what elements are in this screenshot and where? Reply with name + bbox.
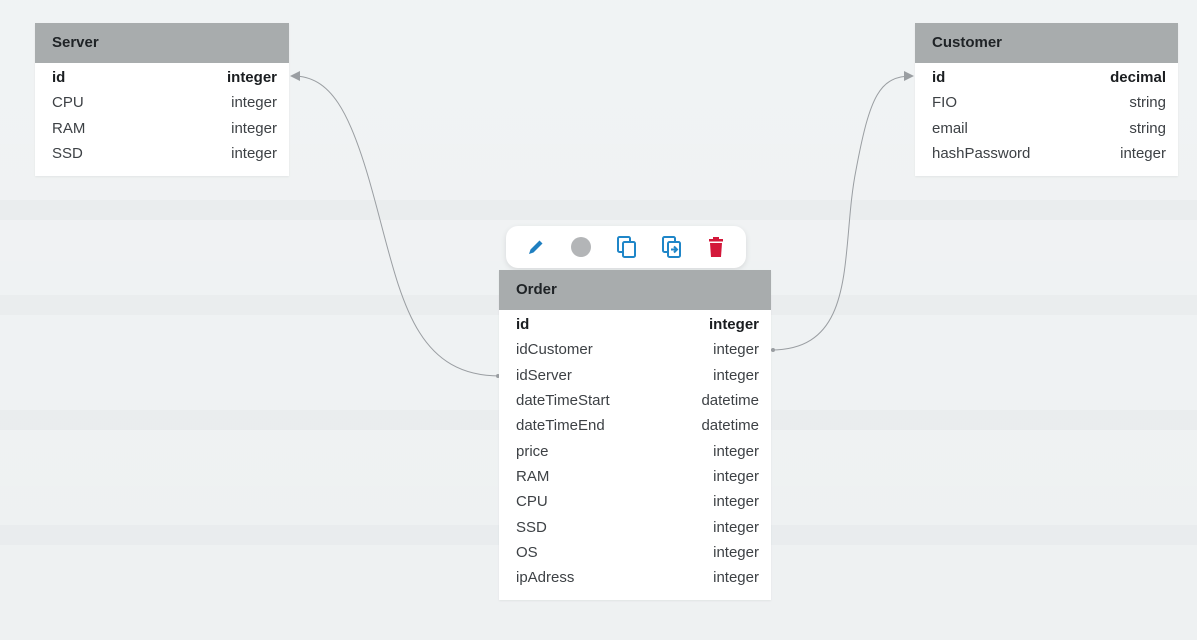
field-name: CPU	[52, 94, 84, 112]
field-name: id	[52, 69, 66, 87]
field-name: idCustomer	[516, 341, 593, 359]
table-field-row[interactable]: RAM integer	[52, 116, 277, 141]
field-type: integer	[713, 442, 759, 460]
link-order-server	[292, 75, 501, 377]
table-field-row[interactable]: id integer	[52, 65, 277, 90]
field-type: integer	[231, 145, 277, 163]
table-field-row[interactable]: idCustomer integer	[516, 337, 759, 362]
field-type: integer	[713, 569, 759, 587]
field-type: integer	[226, 69, 277, 87]
table-field-row[interactable]: email string	[932, 116, 1166, 141]
table-field-row[interactable]: dateTimeEnd datetime	[516, 413, 759, 438]
color-dot-icon[interactable]	[568, 234, 594, 260]
field-name: id	[932, 69, 946, 87]
table-field-row[interactable]: FIO string	[932, 90, 1166, 115]
field-type: integer	[713, 493, 759, 511]
field-name: OS	[516, 543, 538, 561]
table-field-row[interactable]: id integer	[516, 312, 759, 337]
copy-icon[interactable]	[613, 234, 639, 260]
field-name: email	[932, 119, 968, 137]
table-field-row[interactable]: OS integer	[516, 540, 759, 565]
field-type: datetime	[701, 417, 759, 435]
table-field-row[interactable]: CPU integer	[52, 90, 277, 115]
link-endpoint-order-idcustomer	[771, 348, 775, 352]
field-name: idServer	[516, 366, 572, 384]
field-type: integer	[713, 543, 759, 561]
table-field-row[interactable]: idServer integer	[516, 363, 759, 388]
table-field-row[interactable]: hashPassword integer	[932, 141, 1166, 166]
table-field-row[interactable]: SSD integer	[516, 514, 759, 539]
duplicate-icon[interactable]	[658, 234, 684, 260]
field-type: integer	[231, 94, 277, 112]
table-title[interactable]: Order	[499, 270, 771, 310]
table-field-row[interactable]: SSD integer	[52, 141, 277, 166]
table-field-row[interactable]: RAM integer	[516, 464, 759, 489]
table-title[interactable]: Server	[35, 23, 289, 63]
field-name: SSD	[52, 145, 83, 163]
arrowhead-server	[290, 71, 300, 81]
field-name: CPU	[516, 493, 548, 511]
field-type: integer	[231, 119, 277, 137]
table-title[interactable]: Customer	[915, 23, 1178, 63]
field-name: RAM	[52, 119, 86, 137]
field-type: datetime	[701, 392, 759, 410]
field-type: integer	[713, 467, 759, 485]
table-field-row[interactable]: ipAdress integer	[516, 565, 759, 590]
field-type: integer	[1120, 145, 1166, 163]
canvas-background-band	[0, 200, 1197, 220]
table-field-row[interactable]: price integer	[516, 438, 759, 463]
field-name: dateTimeEnd	[516, 417, 605, 435]
field-type: integer	[708, 316, 759, 334]
field-type: string	[1129, 94, 1166, 112]
field-name: SSD	[516, 518, 547, 536]
field-name: id	[516, 316, 530, 334]
arrowhead-customer	[904, 71, 914, 81]
table-action-toolbar	[506, 226, 746, 268]
field-name: hashPassword	[932, 145, 1031, 163]
field-name: FIO	[932, 94, 957, 112]
table-field-row[interactable]: CPU integer	[516, 489, 759, 514]
field-type: string	[1129, 119, 1166, 137]
trash-icon[interactable]	[703, 234, 729, 260]
edit-pencil-icon[interactable]	[523, 234, 549, 260]
field-type: integer	[713, 366, 759, 384]
field-name: price	[516, 442, 549, 460]
field-name: RAM	[516, 467, 550, 485]
field-name: dateTimeStart	[516, 392, 610, 410]
table-field-row[interactable]: id decimal	[932, 65, 1166, 90]
field-type: integer	[713, 518, 759, 536]
table-field-row[interactable]: dateTimeStart datetime	[516, 388, 759, 413]
table-fields: id integer idCustomer integer idServer intege…	[499, 310, 771, 600]
field-type: integer	[713, 341, 759, 359]
field-name: ipAdress	[516, 569, 575, 587]
field-type: decimal	[1110, 69, 1166, 87]
